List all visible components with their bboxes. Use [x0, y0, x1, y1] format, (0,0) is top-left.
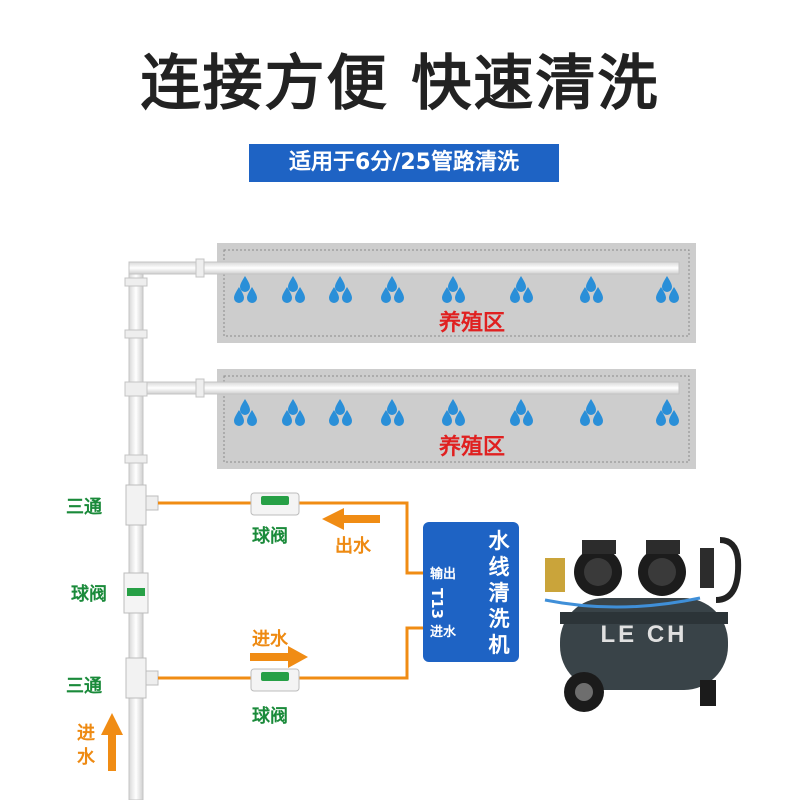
label-valve-bottom: 球阀: [252, 706, 288, 727]
page-title: 连接方便 快速清洗: [140, 49, 660, 119]
arrow-out-icon: [322, 508, 380, 530]
tee-fitting-bottom: [125, 657, 159, 699]
subtitle-banner: 适用于6分/25管路清洗: [249, 144, 559, 182]
label-water-in: 进水: [252, 629, 288, 650]
arrow-in-icon: [250, 646, 308, 668]
machine-name: 水线清洗机: [488, 529, 510, 657]
port-output-label: 输出: [430, 567, 457, 582]
zone-label-top: 养殖区: [438, 311, 505, 336]
label-water-out: 出水: [335, 536, 371, 557]
port-input-label: 进水: [430, 625, 457, 640]
ball-valve-top: [250, 492, 300, 516]
label-valve-main: 球阀: [71, 584, 107, 605]
label-water-in-bottom: 进水: [77, 723, 95, 768]
cleaner-machine-box: [423, 522, 519, 662]
machine-model: T13: [428, 588, 446, 620]
air-compressor-image: LE CH: [530, 528, 748, 718]
zone-label-bottom: 养殖区: [438, 435, 505, 460]
label-tee-bottom: 三通: [66, 676, 102, 697]
brand-logo: LE CH: [601, 621, 688, 648]
label-tee-top: 三通: [66, 497, 102, 518]
ball-valve-bottom: [250, 668, 300, 692]
ball-valve-main: [123, 572, 149, 614]
arrow-up-icon: [101, 713, 123, 771]
tee-fitting-top: [125, 484, 159, 526]
label-valve-top: 球阀: [252, 526, 288, 547]
